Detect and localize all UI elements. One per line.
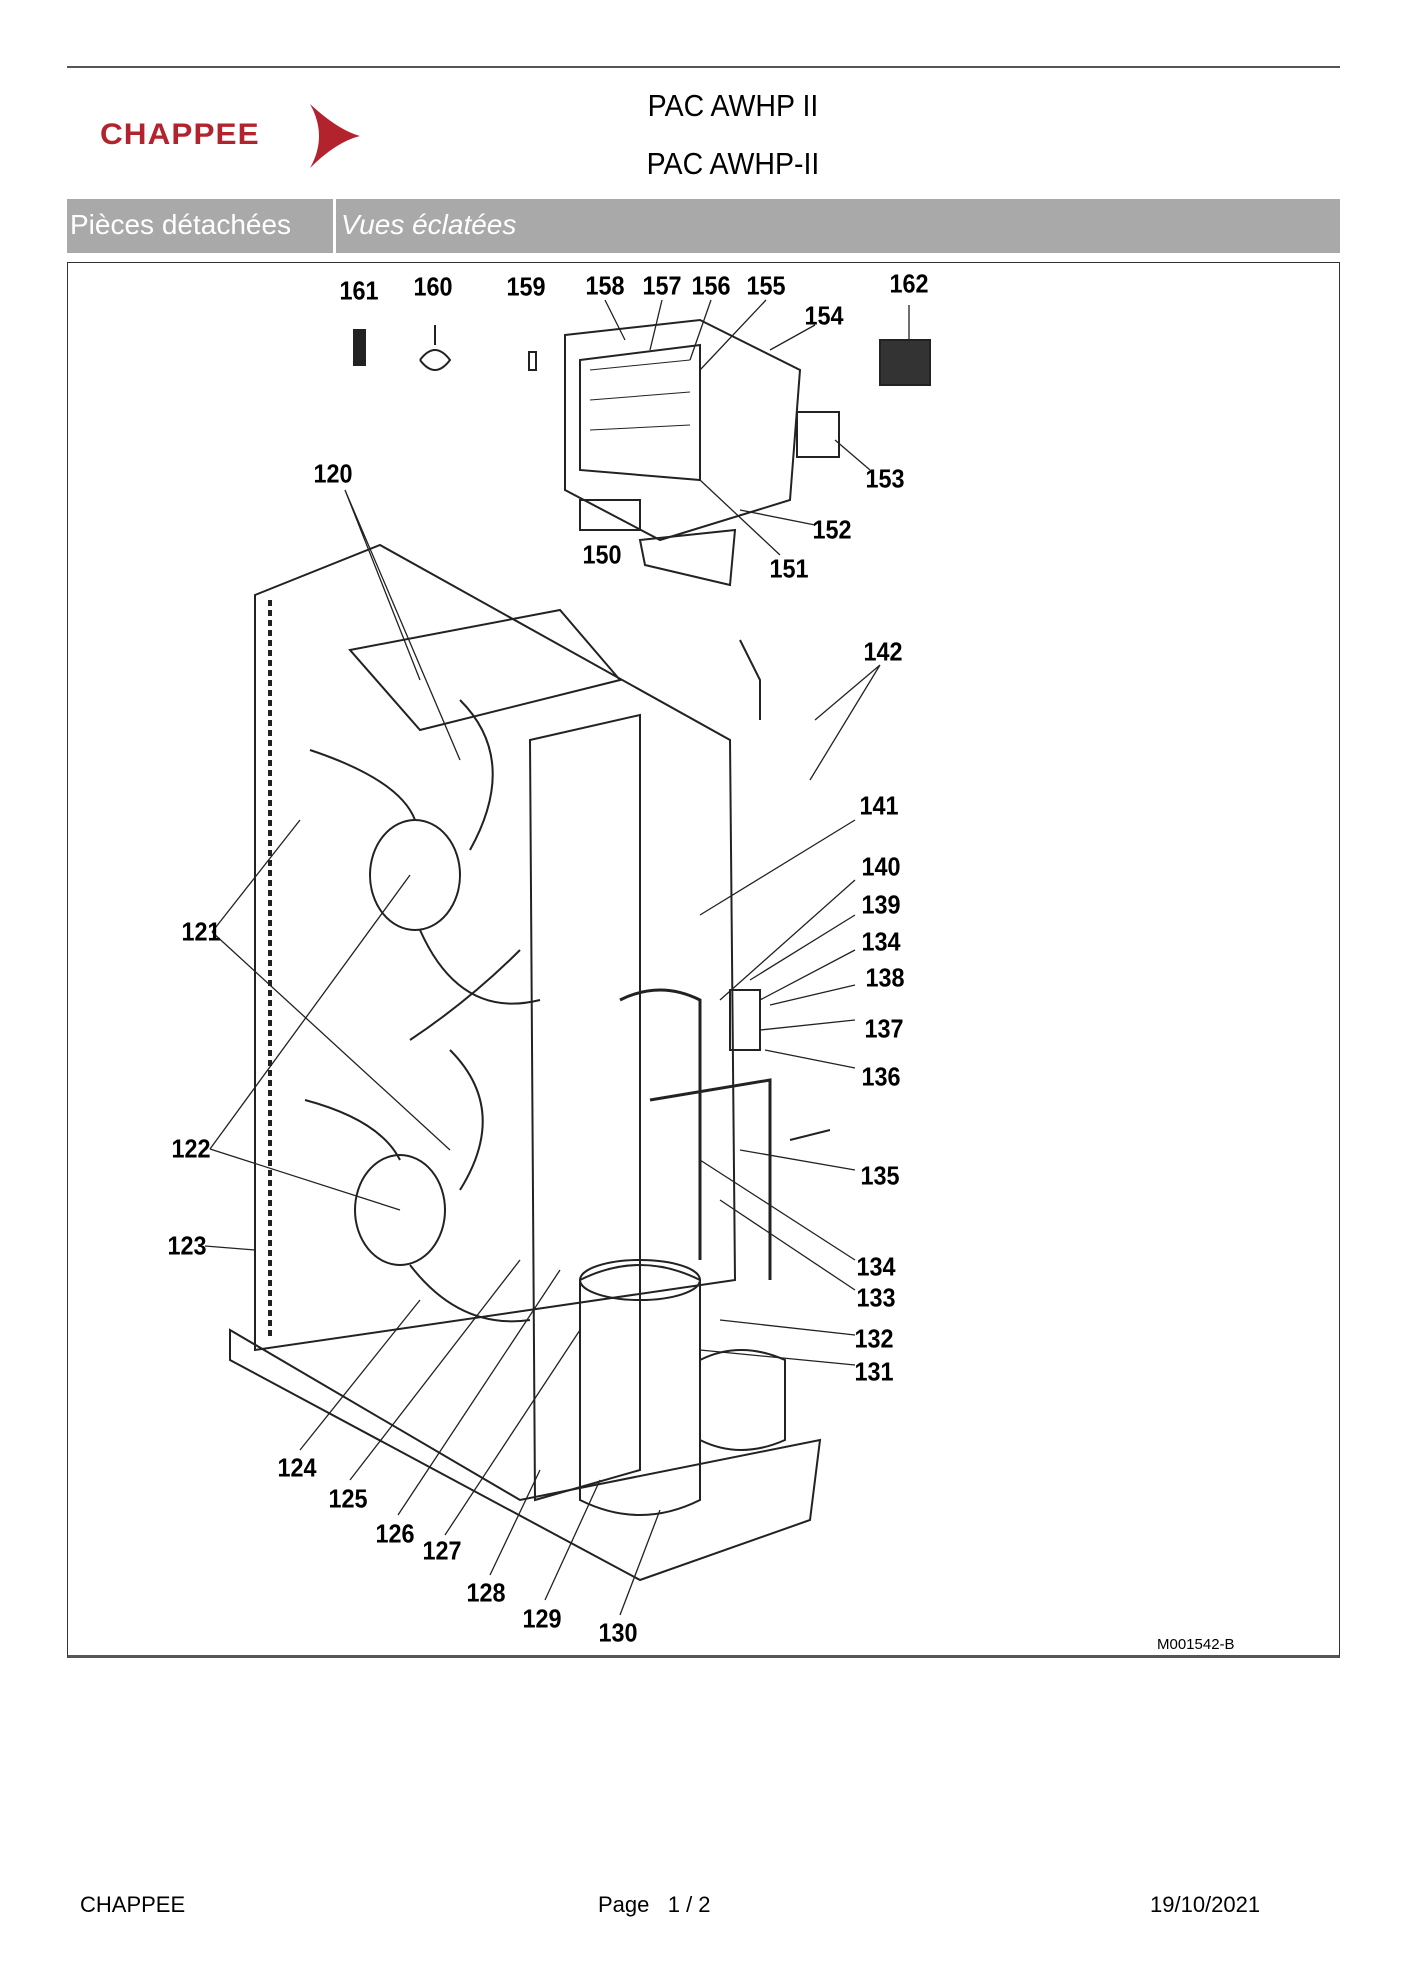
logo-chevron-icon bbox=[310, 104, 360, 168]
part-label: 157 bbox=[642, 270, 682, 301]
footer-page: Page 1 / 2 bbox=[598, 1892, 711, 1918]
partition-panel bbox=[528, 713, 641, 1502]
part-160 bbox=[419, 325, 452, 371]
control-box bbox=[564, 318, 802, 542]
part-label: 136 bbox=[861, 1061, 901, 1092]
product-subtitle: PAC AWHP-II bbox=[646, 146, 820, 181]
part-label: 131 bbox=[854, 1356, 894, 1387]
chappee-logo: CHAPPEE bbox=[98, 100, 368, 170]
view-label: Vues éclatées bbox=[341, 209, 517, 240]
part-label: 121 bbox=[181, 916, 221, 947]
footer-brand: CHAPPEE bbox=[80, 1892, 186, 1917]
category-label: Pièces détachées bbox=[70, 209, 292, 240]
part-label: 123 bbox=[167, 1230, 207, 1261]
bar-divider bbox=[333, 199, 336, 253]
compressor bbox=[579, 1264, 701, 1516]
footer-date: 19/10/2021 bbox=[1150, 1892, 1261, 1917]
part-label: 135 bbox=[860, 1160, 900, 1191]
part-159 bbox=[528, 351, 537, 371]
part-label: 128 bbox=[466, 1577, 506, 1608]
part-label: 138 bbox=[865, 962, 905, 993]
fan-upper-hub bbox=[369, 819, 461, 931]
logo-text: CHAPPEE bbox=[100, 118, 260, 151]
part-label: 153 bbox=[865, 463, 905, 494]
part-label: 125 bbox=[328, 1483, 368, 1514]
part-label: 120 bbox=[313, 458, 353, 489]
part-label: 129 bbox=[522, 1603, 562, 1634]
part-label: 154 bbox=[804, 300, 844, 331]
part-label: 142 bbox=[863, 636, 903, 667]
part-label: 161 bbox=[339, 275, 379, 306]
part-137 bbox=[729, 989, 761, 1051]
part-label: 124 bbox=[277, 1452, 317, 1483]
part-label: 132 bbox=[854, 1323, 894, 1354]
exploded-view-frame bbox=[67, 262, 1340, 1658]
part-label: 150 bbox=[582, 539, 622, 570]
section-bar: Pièces détachées Vues éclatées bbox=[67, 199, 1340, 253]
part-label: 139 bbox=[861, 889, 901, 920]
part-label: 134 bbox=[861, 926, 901, 957]
base-tray bbox=[229, 1328, 822, 1582]
part-label: 159 bbox=[506, 271, 546, 302]
page-number: 1 / 2 bbox=[667, 1892, 711, 1917]
header-rule bbox=[67, 66, 1340, 68]
part-162 bbox=[879, 339, 931, 386]
part-label: 130 bbox=[598, 1617, 638, 1648]
part-label: 158 bbox=[585, 270, 625, 301]
part-label: 141 bbox=[859, 790, 899, 821]
part-label: 140 bbox=[861, 851, 901, 882]
part-label: 137 bbox=[864, 1013, 904, 1044]
part-label: 162 bbox=[889, 268, 929, 299]
part-153 bbox=[796, 411, 840, 458]
part-150 bbox=[579, 499, 641, 531]
part-label: 127 bbox=[422, 1535, 462, 1566]
part-151 bbox=[638, 528, 737, 587]
drawing-reference: M001542-B bbox=[1157, 1636, 1235, 1653]
leader-lines bbox=[204, 299, 910, 1616]
unit-frame bbox=[254, 543, 737, 1352]
accumulator bbox=[699, 1349, 786, 1451]
part-label: 155 bbox=[746, 270, 786, 301]
page-label: Page bbox=[598, 1892, 650, 1917]
part-label: 160 bbox=[413, 271, 453, 302]
product-title: PAC AWHP II bbox=[647, 88, 819, 123]
part-label: 151 bbox=[769, 553, 809, 584]
part-161 bbox=[353, 329, 366, 366]
top-bracket bbox=[348, 608, 622, 732]
part-label: 133 bbox=[856, 1282, 896, 1313]
fan-lower-hub bbox=[354, 1154, 446, 1266]
part-label: 126 bbox=[375, 1518, 415, 1549]
part-label: 156 bbox=[691, 270, 731, 301]
part-label: 152 bbox=[812, 514, 852, 545]
part-label: 122 bbox=[171, 1133, 211, 1164]
part-label: 134 bbox=[856, 1251, 896, 1282]
